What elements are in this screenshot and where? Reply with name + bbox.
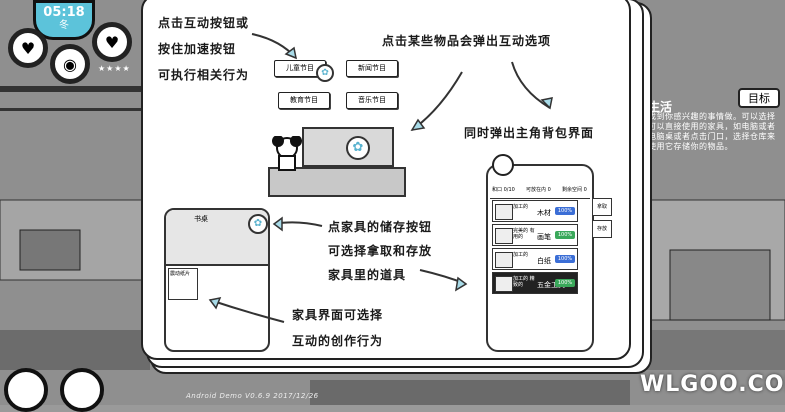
store-button[interactable]: 存放 [592, 220, 612, 238]
side-panel-title: 生活 [648, 100, 673, 114]
item-condition: 100% [555, 255, 575, 263]
item-quality: 完美的 有用的 [513, 228, 535, 240]
create-item-box[interactable]: 震动纸片 [168, 268, 198, 300]
inventory-count: 和口 0/10 [492, 187, 515, 193]
heart-status-icon[interactable]: ♥ [8, 28, 48, 68]
paper-icon [495, 252, 513, 268]
version-footer: Android Demo V0.6.9 2017/12/26 [186, 392, 319, 400]
season-label: 冬 [59, 20, 69, 31]
tip-create-line2: 互动的创作行为 [292, 334, 384, 348]
arrow-to-create [209, 299, 285, 323]
wood-icon [495, 204, 513, 220]
item-quality: 加工的 [513, 204, 529, 210]
mood-status-icon[interactable]: ♥ [92, 22, 132, 62]
item-name: 五金工具 [537, 281, 565, 289]
inventory-row[interactable]: 加工的 木材 100% [492, 200, 578, 222]
brush-icon [495, 228, 513, 244]
storage-title: 书桌 [194, 215, 208, 223]
clock-time: 05:18 [43, 5, 85, 20]
inventory-capacity: 可放在内 0 [526, 187, 551, 193]
tip-popup: 点击某些物品会弹出互动选项 [382, 34, 552, 48]
take-button[interactable]: 拿取 [592, 198, 612, 216]
inventory-row-selected[interactable]: 加工的 精致的 五金工具 100% [492, 272, 578, 294]
inventory-panel[interactable]: 和口 0/10 可放在内 0 剩余空间 0 加工的 木材 100% 完美的 有用… [486, 164, 594, 352]
arrow-to-inventory [511, 61, 551, 109]
option-education-show[interactable]: 教育节目 [278, 92, 330, 109]
inventory-row[interactable]: 加工的 白纸 100% [492, 248, 578, 270]
paw-cursor-icon: ✿ [316, 64, 334, 82]
item-name: 木材 [537, 209, 551, 217]
tip-storage-line1: 点家具的储存按钮 [328, 220, 433, 234]
item-condition: 100% [555, 279, 575, 287]
side-panel-text: 找到你感兴趣的事情做。可以选择可以直接使用的家具，如电脑或者电脑桌或者点击门口，… [648, 112, 776, 151]
hunger-status-icon[interactable]: ◉ [50, 44, 90, 84]
item-condition: 100% [555, 231, 575, 239]
storage-button-icon[interactable]: ✿ [248, 214, 268, 234]
tip-create-line1: 家具界面可选择 [292, 308, 384, 322]
tip-storage-line3: 家具里的道具 [328, 268, 407, 282]
option-news-show[interactable]: 新闻节目 [346, 60, 398, 77]
tip-interact-line3: 可执行相关行为 [158, 68, 250, 82]
watermark: WLGOO.COM [640, 372, 785, 397]
item-name: 白纸 [537, 257, 551, 265]
rating-stars: ★★★★ [98, 64, 131, 73]
tip-interact-line1: 点击互动按钮或 [158, 16, 250, 30]
inventory-space: 剩余空间 0 [562, 187, 587, 193]
option-music-show[interactable]: 音乐节目 [346, 92, 398, 109]
inventory-row[interactable]: 完美的 有用的 画笔 100% [492, 224, 578, 246]
tip-inventory: 同时弹出主角背包界面 [464, 126, 595, 140]
character-icon [272, 136, 302, 171]
item-name: 画笔 [537, 233, 551, 241]
item-quality: 加工的 [513, 252, 529, 258]
goal-button[interactable]: 目标 [738, 88, 780, 108]
tip-interact-line2: 按住加速按钮 [158, 42, 237, 56]
player-avatar-icon [492, 154, 514, 176]
clock-display: 05:18 冬 [33, 0, 95, 40]
item-quality: 加工的 精致的 [513, 276, 535, 288]
item-condition: 100% [555, 207, 575, 215]
create-item-label: 震动纸片 [170, 271, 191, 277]
tip-storage-line2: 可选择拿取和存放 [328, 244, 433, 258]
inventory-header: 和口 0/10 可放在内 0 剩余空间 0 [490, 184, 590, 199]
paw-interact-icon[interactable]: ✿ [346, 136, 370, 160]
tv-cabinet [268, 167, 406, 197]
tools-icon [495, 276, 513, 292]
